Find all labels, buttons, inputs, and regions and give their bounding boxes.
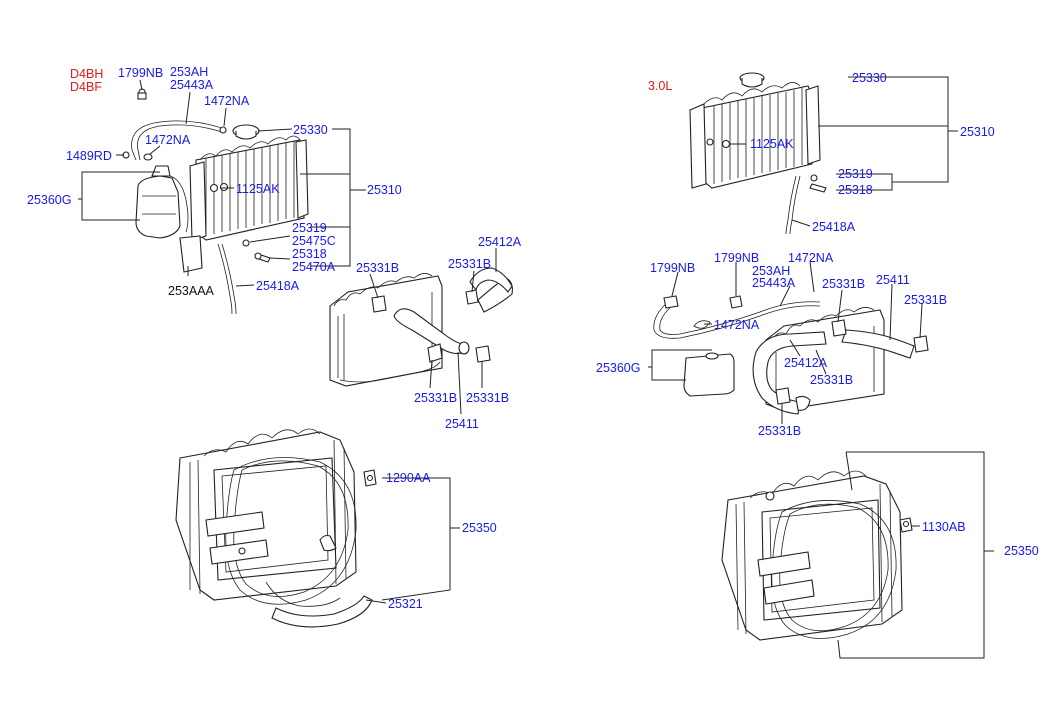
engine-code-3-0l: 3.0L <box>648 79 672 93</box>
part-label-25331b[interactable]: 25331B <box>448 257 491 271</box>
part-label-25443a[interactable]: 25443A <box>170 78 214 92</box>
part-labels-right-top[interactable]: 25330 25310 1125AK 25319 25318 25418A <box>750 71 995 234</box>
part-labels-left-middle[interactable]: 25331B 25331B 25412A 25331B 25331B 25411 <box>356 235 522 431</box>
part-label-253ah[interactable]: 253AH <box>170 65 208 79</box>
part-label-1290aa[interactable]: 1290AA <box>386 471 431 485</box>
part-label-1472na[interactable]: 1472NA <box>204 94 250 108</box>
right-radiator-hoses <box>653 295 929 415</box>
right-radiator-assembly <box>689 72 827 235</box>
engine-code-d4bf: D4BF <box>70 80 102 94</box>
part-label-25350[interactable]: 25350 <box>462 521 497 535</box>
part-label-25331b[interactable]: 25331B <box>758 424 801 438</box>
part-label-25330[interactable]: 25330 <box>852 71 887 85</box>
part-label-25412a[interactable]: 25412A <box>478 235 522 249</box>
part-label-25331b[interactable]: 25331B <box>414 391 457 405</box>
left-radiator-hoses <box>329 267 513 387</box>
part-label-253ah[interactable]: 253AH <box>752 264 790 278</box>
part-label-1130ab[interactable]: 1130AB <box>922 520 966 534</box>
part-label-1125ak[interactable]: 1125AK <box>236 182 280 196</box>
callout-lines <box>78 76 994 659</box>
engine-codes: D4BH D4BF 3.0L <box>70 67 672 94</box>
part-labels-right-bottom[interactable]: 1130AB 25350 <box>922 520 1039 558</box>
part-labels-left-top[interactable]: 1799NB 253AH 25443A 1472NA 1472NA 1489RD… <box>27 65 402 298</box>
part-label-25443a[interactable]: 25443A <box>752 276 796 290</box>
part-label-1472na[interactable]: 1472NA <box>145 133 191 147</box>
part-label-25331b[interactable]: 25331B <box>466 391 509 405</box>
part-label-1472na[interactable]: 1472NA <box>788 251 834 265</box>
part-label-1125ak[interactable]: 1125AK <box>750 137 794 151</box>
right-fan-shroud <box>721 470 913 641</box>
part-label-25331b[interactable]: 25331B <box>822 277 865 291</box>
part-label-25470a[interactable]: 25470A <box>292 260 336 274</box>
part-label-25360g[interactable]: 25360G <box>596 361 640 375</box>
left-radiator-assembly <box>122 88 309 315</box>
part-label-25418a[interactable]: 25418A <box>812 220 856 234</box>
part-label-25350[interactable]: 25350 <box>1004 544 1039 558</box>
part-label-25411[interactable]: 25411 <box>876 273 910 287</box>
part-label-253aaa[interactable]: 253AAA <box>168 284 215 298</box>
part-label-25418a[interactable]: 25418A <box>256 279 300 293</box>
part-label-25318[interactable]: 25318 <box>838 183 873 197</box>
part-labels-right-middle[interactable]: 1799NB 1799NB 253AH 25443A 1472NA 1472NA… <box>596 251 947 438</box>
part-label-25319[interactable]: 25319 <box>292 221 327 235</box>
part-label-25331b[interactable]: 25331B <box>356 261 399 275</box>
part-label-1799nb[interactable]: 1799NB <box>118 66 163 80</box>
part-label-25331b[interactable]: 25331B <box>810 373 853 387</box>
part-label-25412a[interactable]: 25412A <box>784 356 828 370</box>
part-label-25318[interactable]: 25318 <box>292 247 327 261</box>
part-labels-left-bottom[interactable]: 1290AA 25350 25321 <box>386 471 497 611</box>
part-label-25411[interactable]: 25411 <box>445 417 479 431</box>
part-label-25475c[interactable]: 25475C <box>292 234 336 248</box>
part-label-1472na[interactable]: 1472NA <box>714 318 760 332</box>
part-label-25319[interactable]: 25319 <box>838 167 873 181</box>
part-label-1799nb[interactable]: 1799NB <box>714 251 759 265</box>
part-label-25310[interactable]: 25310 <box>960 125 995 139</box>
engine-code-d4bh: D4BH <box>70 67 103 81</box>
left-fan-shroud <box>175 428 377 628</box>
part-label-25330[interactable]: 25330 <box>293 123 328 137</box>
part-label-25310[interactable]: 25310 <box>367 183 402 197</box>
part-label-25331b[interactable]: 25331B <box>904 293 947 307</box>
part-label-1489rd[interactable]: 1489RD <box>66 149 112 163</box>
part-label-25360g[interactable]: 25360G <box>27 193 71 207</box>
part-label-25321[interactable]: 25321 <box>388 597 423 611</box>
part-label-1799nb[interactable]: 1799NB <box>650 261 695 275</box>
